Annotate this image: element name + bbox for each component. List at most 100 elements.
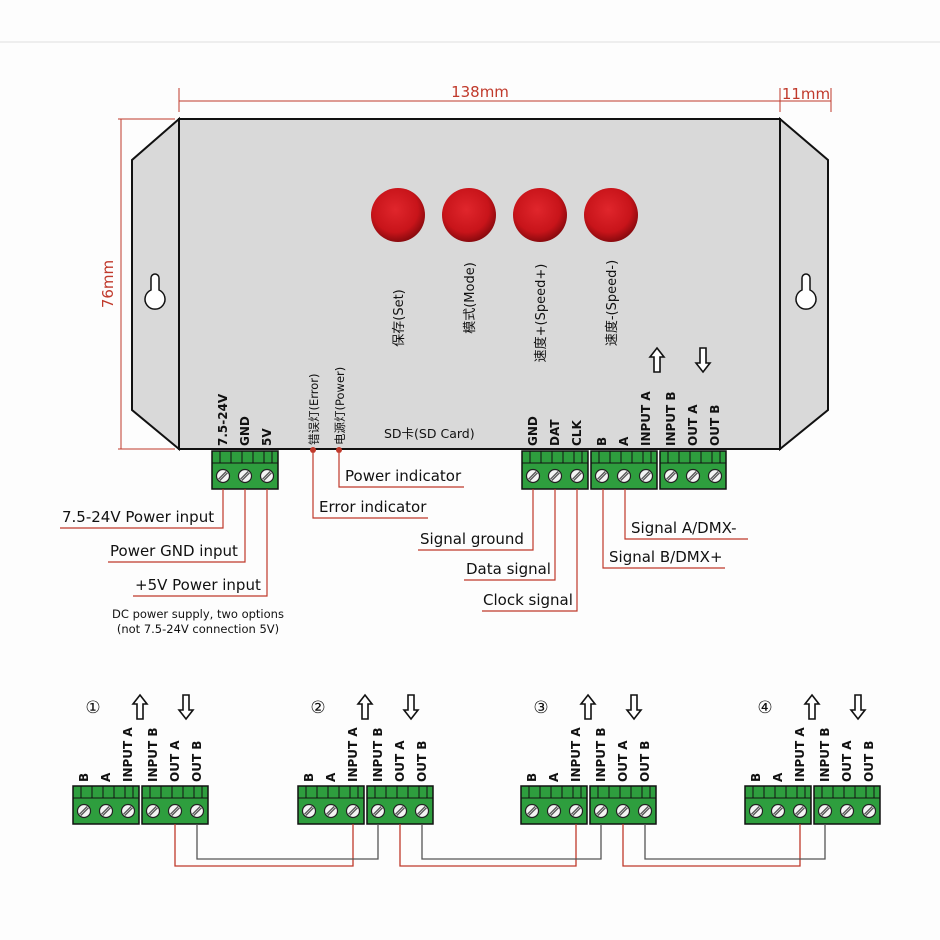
mode-button bbox=[442, 188, 496, 242]
input-up-arrow-icon bbox=[580, 694, 596, 720]
input-up-arrow-icon bbox=[804, 694, 820, 720]
callout-signal-b-dmx-plus: Signal B/DMX+ bbox=[609, 548, 723, 566]
output-down-arrow-icon bbox=[850, 694, 866, 720]
output-down-arrow-icon bbox=[403, 694, 419, 720]
depth-dimension-label: 11mm bbox=[782, 85, 830, 103]
pin-label: GND bbox=[238, 416, 252, 446]
pin-label: GND bbox=[526, 416, 540, 446]
error-led bbox=[310, 447, 316, 453]
power-led-label: 电源灯(Power) bbox=[333, 367, 347, 445]
button-set[interactable] bbox=[371, 188, 425, 242]
dmx-input-terminal-block bbox=[591, 451, 657, 489]
callout-7-5-24v: 7.5-24V Power input bbox=[62, 508, 214, 526]
callout-signal-a-dmx-minus: Signal A/DMX- bbox=[631, 519, 737, 537]
output-down-arrow-icon bbox=[178, 694, 194, 720]
error-led-label: 错误灯(Error) bbox=[307, 373, 321, 445]
pin-label: B bbox=[749, 773, 763, 782]
power-led bbox=[336, 447, 342, 453]
dmx-output-terminal-block bbox=[660, 451, 726, 489]
dmx-input-terminal-block bbox=[73, 786, 139, 824]
unit-number: ④ bbox=[757, 698, 772, 718]
dmx-output-terminal-block bbox=[367, 786, 433, 824]
dimension-lines bbox=[118, 88, 832, 450]
input-up-arrow-icon bbox=[132, 694, 148, 720]
callout-5v: +5V Power input bbox=[135, 576, 261, 594]
header-divider bbox=[0, 41, 940, 43]
wire-b bbox=[421, 824, 602, 860]
pin-label: INPUT B bbox=[664, 391, 678, 446]
pin-label: INPUT B bbox=[146, 727, 160, 782]
callout-power-indicator: Power indicator bbox=[345, 467, 462, 485]
pin-label: INPUT A bbox=[793, 727, 807, 782]
pin-label: 5V bbox=[260, 428, 274, 446]
pin-label: OUT B bbox=[638, 741, 652, 782]
power-note-line1: DC power supply, two options bbox=[112, 607, 284, 621]
dmx-input-terminal-block bbox=[745, 786, 811, 824]
signal-terminal-block bbox=[522, 451, 588, 489]
pin-label: OUT B bbox=[862, 741, 876, 782]
pin-label: INPUT B bbox=[818, 727, 832, 782]
wire-a bbox=[622, 824, 801, 867]
controller-housing bbox=[131, 116, 829, 452]
controller-body bbox=[178, 118, 781, 450]
mode-button-label: 模式(Mode) bbox=[463, 262, 478, 334]
pin-label: INPUT A bbox=[569, 727, 583, 782]
callout-data-signal: Data signal bbox=[466, 560, 551, 578]
power-terminal-block bbox=[212, 451, 278, 489]
pin-label: B bbox=[77, 773, 91, 782]
pin-label: OUT A bbox=[393, 740, 407, 782]
pin-label: OUT A bbox=[840, 740, 854, 782]
pin-label: B bbox=[302, 773, 316, 782]
pin-label: OUT A bbox=[168, 740, 182, 782]
callout-lines bbox=[60, 453, 748, 612]
pin-label: INPUT B bbox=[371, 727, 385, 782]
pin-label: OUT B bbox=[190, 741, 204, 782]
button-speed-plus[interactable] bbox=[513, 188, 567, 242]
dmx-output-terminal-block bbox=[814, 786, 880, 824]
callout-error-indicator: Error indicator bbox=[319, 498, 427, 516]
sd-card-label: SD卡(SD Card) bbox=[384, 426, 475, 441]
dmx-output-terminal-block bbox=[142, 786, 208, 824]
power-note-line2: (not 7.5-24V connection 5V) bbox=[117, 622, 279, 636]
speed-minus-button-label: 速度-(Speed-) bbox=[604, 260, 620, 346]
dmx-output-terminal-block bbox=[590, 786, 656, 824]
pin-label: CLK bbox=[570, 420, 584, 446]
callout-clock-signal: Clock signal bbox=[483, 591, 573, 609]
pin-label: 7.5-24V bbox=[216, 393, 230, 446]
unit-number: ① bbox=[85, 698, 100, 718]
pin-label: A bbox=[617, 436, 631, 446]
speed-plus-button-label: 速度+(Speed+) bbox=[533, 264, 549, 363]
output-down-arrow-icon bbox=[626, 694, 642, 720]
pin-label: INPUT B bbox=[594, 727, 608, 782]
speed-plus-button bbox=[513, 188, 567, 242]
wire-a bbox=[174, 824, 354, 867]
pin-label: INPUT A bbox=[346, 727, 360, 782]
pin-label: A bbox=[99, 772, 113, 782]
set-button-label: 保存(Set) bbox=[392, 289, 407, 347]
unit-number: ② bbox=[310, 698, 325, 718]
wire-b bbox=[644, 824, 826, 860]
input-up-arrow-icon bbox=[357, 694, 373, 720]
button-mode[interactable] bbox=[442, 188, 496, 242]
button-speed-minus[interactable] bbox=[584, 188, 638, 242]
speed-minus-button bbox=[584, 188, 638, 242]
pin-label: OUT A bbox=[616, 740, 630, 782]
pin-label: OUT B bbox=[708, 405, 722, 446]
set-button bbox=[371, 188, 425, 242]
width-dimension-label: 138mm bbox=[451, 83, 509, 101]
dmx-input-terminal-block bbox=[521, 786, 587, 824]
pin-label: OUT A bbox=[686, 404, 700, 446]
pin-label: DAT bbox=[548, 419, 562, 446]
unit-number: ③ bbox=[533, 698, 548, 718]
height-dimension-label: 76mm bbox=[99, 260, 117, 308]
pin-label: OUT B bbox=[415, 741, 429, 782]
wire-b bbox=[196, 824, 379, 860]
pin-label: B bbox=[595, 437, 609, 446]
callout-power-gnd: Power GND input bbox=[110, 542, 238, 560]
